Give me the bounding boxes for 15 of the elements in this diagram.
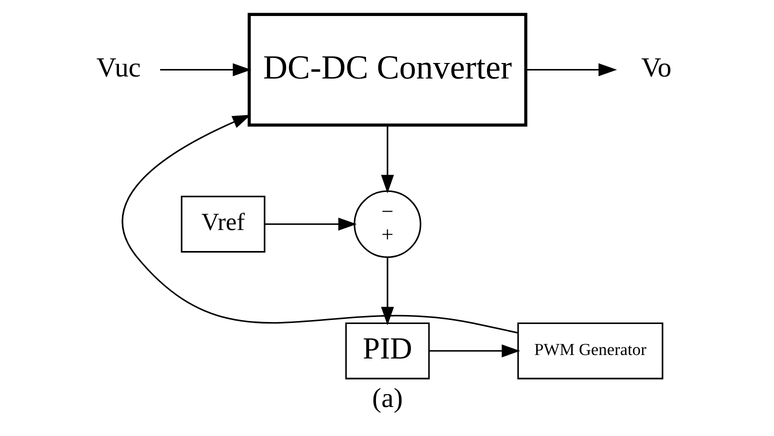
arrow xyxy=(264,218,356,231)
arrow xyxy=(160,63,251,76)
arrow xyxy=(526,63,616,76)
node-circle: − + xyxy=(353,190,421,258)
node-box: Vref xyxy=(180,196,265,253)
arrow xyxy=(428,344,520,358)
node-text: Vo xyxy=(640,51,671,82)
arrow xyxy=(380,258,394,326)
node-text: Vuc xyxy=(96,51,140,82)
arrow xyxy=(380,125,394,194)
node-box: PWM Generator xyxy=(516,322,663,380)
node-box: DC-DC Converter xyxy=(247,12,527,127)
arrow xyxy=(122,114,518,334)
node-box: PID xyxy=(344,322,430,380)
caption: (a) xyxy=(372,382,402,413)
